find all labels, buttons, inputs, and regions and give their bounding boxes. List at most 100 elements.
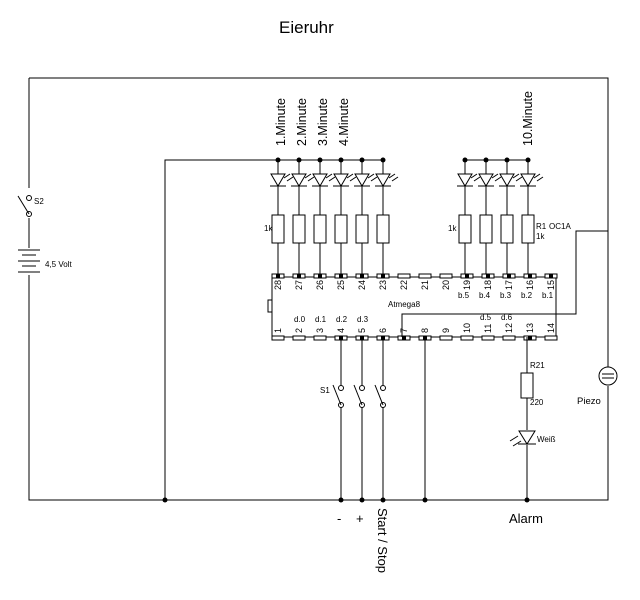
- port-b3: b.3: [500, 291, 512, 300]
- outer-wires: [28, 77, 609, 501]
- pin-number-bottom: 14: [546, 323, 556, 333]
- pin-number-top: 24: [357, 280, 367, 290]
- pin-pad-bottom: [460, 335, 474, 341]
- led-icon: [354, 173, 370, 187]
- pin-number-top: 16: [525, 280, 535, 290]
- resistor: [271, 214, 285, 244]
- led-icon: [520, 173, 536, 187]
- pin-pad-bottom: [313, 335, 327, 341]
- switch-s2-label: S2: [34, 197, 44, 206]
- r21-value: 220: [530, 398, 544, 407]
- pin-number-top: 18: [483, 280, 493, 290]
- pin-number-bottom: 4: [336, 328, 346, 333]
- junction-dot: [359, 157, 365, 163]
- pin-number-bottom: 6: [378, 328, 388, 333]
- resistor: [334, 214, 348, 244]
- pin-number-bottom: 12: [504, 323, 514, 333]
- oc1a-wire: [401, 230, 608, 337]
- junction-dot: [275, 157, 281, 163]
- led-column: [291, 157, 315, 274]
- switch-s2: S2: [17, 195, 44, 217]
- port-b1: b.1: [542, 291, 554, 300]
- chip-pins: 2812722632542452362272182091910181117121…: [271, 273, 558, 341]
- port-d2: d.2: [336, 315, 348, 324]
- label-2-minute: 2.Minute: [295, 98, 309, 146]
- led-icon: [291, 173, 307, 187]
- pin-number-top: 15: [546, 280, 556, 290]
- pin-pad-bottom: [544, 335, 558, 341]
- resistor: [313, 214, 327, 244]
- junction-dot: [380, 157, 386, 163]
- battery-label: 4,5 Volt: [45, 260, 72, 269]
- led-column: [499, 157, 523, 274]
- junction-dot: [525, 157, 531, 163]
- resistor-label-right: 1k: [448, 224, 457, 233]
- label-1-minute: 1.Minute: [274, 98, 288, 146]
- led-column: [478, 157, 502, 274]
- led-white-label: Weiß: [537, 435, 556, 444]
- led-icon: [457, 173, 473, 187]
- lower-wires: [340, 337, 528, 500]
- pin-number-bottom: 13: [525, 323, 535, 333]
- port-d1: d.1: [315, 315, 327, 324]
- chip-label: Atmega8: [388, 300, 421, 309]
- led-column: [333, 157, 357, 274]
- port-d0: d.0: [294, 315, 306, 324]
- led-icon: [270, 173, 286, 187]
- led-column: [270, 157, 294, 274]
- port-d6: d.6: [501, 313, 513, 322]
- battery: 4,5 Volt: [18, 249, 72, 273]
- led-icon: [312, 173, 328, 187]
- resistor: [521, 214, 535, 244]
- pin-number-top: 19: [462, 280, 472, 290]
- resistor: [292, 214, 306, 244]
- resistor: [355, 214, 369, 244]
- pin-number-top: 17: [504, 280, 514, 290]
- pin-number-top: 28: [273, 280, 283, 290]
- r21-label: R21: [530, 361, 545, 370]
- pin-number-top: 21: [420, 280, 430, 290]
- port-d5: d.5: [480, 313, 492, 322]
- pin-number-top: 23: [378, 280, 388, 290]
- pin-pad-bottom: [271, 335, 285, 341]
- junction-dot: [296, 157, 302, 163]
- junction-dot: [483, 157, 489, 163]
- pin-number-bottom: 8: [420, 328, 430, 333]
- pin-number-bottom: 1: [273, 328, 283, 333]
- minus-label: -: [337, 511, 341, 526]
- atmega8-chip: Atmega8 28127226325424523622721820919101…: [267, 273, 558, 341]
- pin-number-bottom: 3: [315, 328, 325, 333]
- alarm-label: Alarm: [509, 511, 543, 526]
- oc1a-label: OC1A: [549, 222, 571, 231]
- port-b5: b.5: [458, 291, 470, 300]
- port-b4: b.4: [479, 291, 491, 300]
- resistor: [500, 214, 514, 244]
- led-icon: [499, 173, 515, 187]
- r1-value: 1k: [536, 232, 545, 241]
- pin-pad-top: [439, 273, 453, 279]
- switch-s1-label: S1: [320, 386, 330, 395]
- pin-pad-bottom: [502, 335, 516, 341]
- pin-number-bottom: 9: [441, 328, 451, 333]
- switch-s1: S1: [320, 384, 386, 408]
- pin-number-top: 22: [399, 280, 409, 290]
- pin-number-top: 27: [294, 280, 304, 290]
- pin-pad-top: [418, 273, 432, 279]
- pin-number-top: 20: [441, 280, 451, 290]
- pin-number-top: 26: [315, 280, 325, 290]
- led-column: [457, 157, 481, 274]
- resistor: [458, 214, 472, 244]
- pin-number-bottom: 10: [462, 323, 472, 333]
- pin-pad-bottom: [292, 335, 306, 341]
- led-column: [520, 157, 544, 274]
- label-10-minute: 10.Minute: [521, 91, 535, 146]
- title: Eieruhr: [279, 18, 334, 37]
- led-icon: [478, 173, 494, 187]
- pin-number-bottom: 2: [294, 328, 304, 333]
- pin-number-bottom: 5: [357, 328, 367, 333]
- r1-label: R1: [536, 222, 547, 231]
- led-column: [354, 157, 378, 274]
- piezo-buzzer: Piezo: [577, 366, 618, 407]
- junctions: [162, 497, 530, 503]
- minute-labels: 1.Minute 2.Minute 3.Minute 4.Minute 10.M…: [274, 91, 535, 146]
